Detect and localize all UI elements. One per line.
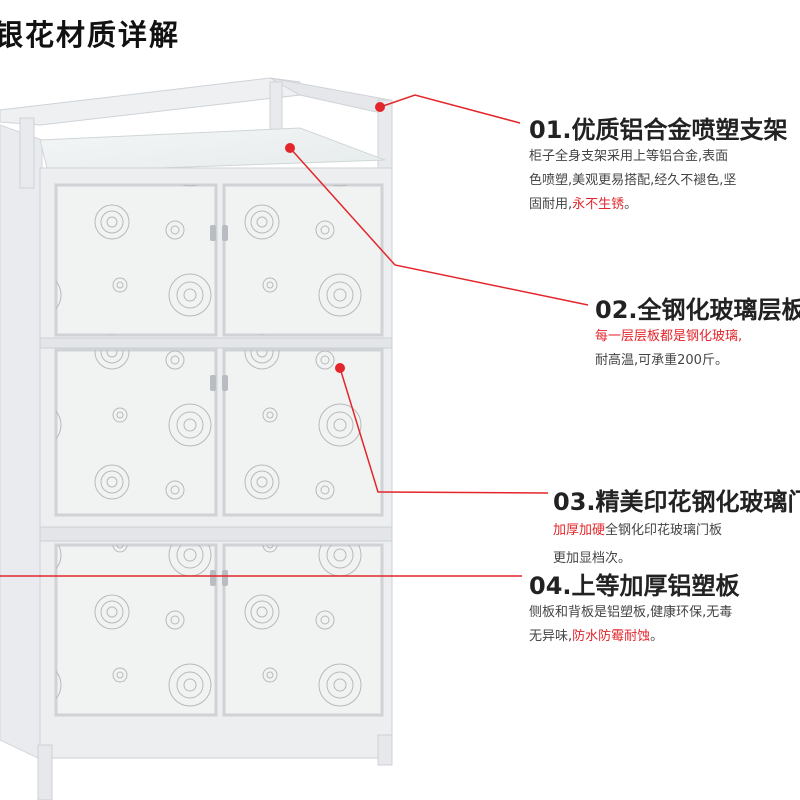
feature-1: 01.优质铝合金喷塑支架 柜子全身支架采用上等铝合金,表面色喷塑,美观更易搭配,… [529, 110, 788, 217]
top-rack [0, 77, 301, 126]
glass-top-shelf [39, 127, 386, 173]
feature-text-segment: 防水防霉耐蚀 [572, 629, 651, 644]
feature-2-heading: 02.全钢化玻璃层板 [595, 296, 800, 324]
leg-right [377, 734, 393, 766]
feature-text-segment: 。 [650, 629, 664, 644]
door-panels [54, 183, 384, 717]
feature-4-heading: 04.上等加厚铝塑板 [529, 572, 740, 600]
feature-1-line: 固耐用,永不生锈。 [529, 193, 788, 217]
feature-text-segment: 更加显档次。 [553, 551, 632, 566]
rack-post-left [19, 117, 35, 189]
feature-text-segment: 侧板和背板是铝塑板,健康环保,无毒 [529, 605, 733, 620]
feature-text-segment: 全钢化印花玻璃门板 [605, 523, 723, 538]
feature-text-segment: 耐高温,可承重200斤。 [595, 353, 728, 368]
feature-text-segment: 加厚加硬 [553, 523, 606, 538]
feature-text-segment: 每一层层板都是钢化玻璃, [595, 329, 743, 344]
feature-text-segment: 柜子全身支架采用上等铝合金,表面 [529, 149, 729, 164]
side-panel [0, 124, 43, 761]
callout-dots [285, 102, 385, 373]
feature-3-line: 加厚加硬全钢化印花玻璃门板 [553, 517, 800, 545]
page-title: 银花材质详解 [0, 18, 181, 52]
feature-1-heading: 01.优质铝合金喷塑支架 [529, 116, 788, 144]
feature-1-line: 柜子全身支架采用上等铝合金,表面 [529, 145, 788, 169]
feature-2-line: 耐高温,可承重200斤。 [595, 349, 800, 373]
callout-lines [0, 94, 589, 577]
feature-3: 03.精美印花钢化玻璃门 加厚加硬全钢化印花玻璃门板更加显档次。 [553, 482, 800, 573]
feature-4-line: 侧板和背板是铝塑板,健康环保,无毒 [529, 601, 740, 625]
feature-text-segment: 。 [624, 197, 638, 212]
feature-2: 02.全钢化玻璃层板 每一层层板都是钢化玻璃, 耐高温,可承重200斤。 [595, 290, 800, 373]
door-handles [210, 225, 228, 586]
feature-3-line: 更加显档次。 [553, 545, 800, 573]
feature-text-segment: 永不生锈 [572, 197, 625, 212]
feature-1-line: 色喷塑,美观更易搭配,经久不褪色,坚 [529, 169, 788, 193]
feature-text-segment: 固耐用, [529, 197, 573, 212]
feature-1-desc: 柜子全身支架采用上等铝合金,表面色喷塑,美观更易搭配,经久不褪色,坚固耐用,永不… [529, 145, 788, 217]
feature-4-desc: 侧板和背板是铝塑板,健康环保,无毒无异味,防水防霉耐蚀。 [529, 601, 740, 649]
feature-4-line: 无异味,防水防霉耐蚀。 [529, 625, 740, 649]
feature-text-segment: 色喷塑,美观更易搭配,经久不褪色,坚 [529, 173, 737, 188]
feature-2-line: 每一层层板都是钢化玻璃, [595, 325, 800, 349]
feature-2-desc: 每一层层板都是钢化玻璃, 耐高温,可承重200斤。 [595, 325, 800, 373]
feature-4: 04.上等加厚铝塑板 侧板和背板是铝塑板,健康环保,无毒无异味,防水防霉耐蚀。 [529, 566, 740, 649]
leg-left [37, 744, 53, 800]
feature-text-segment: 无异味, [529, 629, 573, 644]
feature-3-desc: 加厚加硬全钢化印花玻璃门板更加显档次。 [553, 517, 800, 573]
feature-3-heading: 03.精美印花钢化玻璃门 [553, 488, 800, 516]
